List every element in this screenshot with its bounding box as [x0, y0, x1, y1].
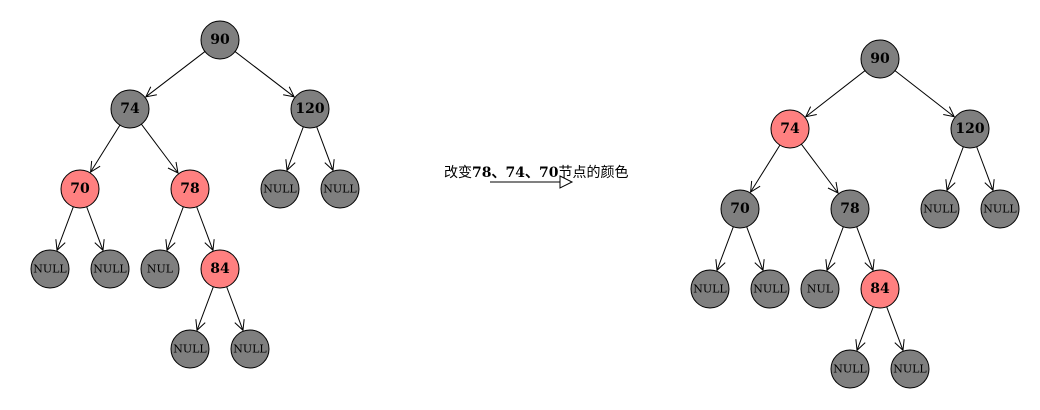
tree-node-120: 120 [950, 109, 990, 149]
node-label: NULL [323, 183, 357, 196]
tree-node-84: 84 [200, 249, 240, 289]
node-label: 78 [840, 201, 859, 217]
node-label: NUL [147, 263, 174, 276]
node-label: 120 [295, 101, 324, 117]
null-node: NULL [170, 329, 210, 369]
node-label: 90 [870, 51, 890, 67]
tree-node-78: 78 [830, 189, 870, 229]
null-node: NULL [980, 189, 1020, 229]
null-node: NULL [230, 329, 270, 369]
node-label: NULL [983, 203, 1017, 216]
caption-suffix: 节点的颜色 [558, 165, 629, 181]
null-node: NULL [320, 169, 360, 209]
tree-node-90: 90 [200, 20, 240, 60]
null-node: NULL [260, 169, 300, 209]
null-node: NULL [830, 349, 870, 389]
null-node: NULL [30, 249, 70, 289]
caption-text: 改变78、74、70节点的颜色 [444, 162, 628, 182]
tree-node-120: 120 [290, 89, 330, 129]
node-label: 90 [210, 32, 230, 48]
node-label: NULL [263, 183, 297, 196]
caption-prefix: 改变 [444, 165, 472, 181]
caption-values: 78、74、70 [472, 165, 559, 181]
node-label: NULL [923, 203, 957, 216]
transition-caption: 改变78、74、70节点的颜色 [444, 162, 628, 192]
node-circle [770, 109, 810, 149]
transition-arrow [490, 175, 574, 189]
node-label: NULL [233, 343, 267, 356]
null-node: NULL [750, 269, 790, 309]
node-circle [170, 329, 210, 369]
null-node: NUL [140, 249, 180, 289]
node-circle [200, 20, 240, 60]
node-label: NULL [833, 363, 867, 376]
node-label: NULL [173, 343, 207, 356]
node-circle [980, 189, 1020, 229]
node-circle [110, 89, 150, 129]
node-label: 74 [780, 121, 800, 137]
node-label: NULL [893, 363, 927, 376]
tree-node-84: 84 [860, 269, 900, 309]
node-label: NULL [753, 283, 787, 296]
null-node: NULL [690, 269, 730, 309]
node-circle [860, 39, 900, 79]
node-circle [30, 249, 70, 289]
tree-node-70: 70 [720, 189, 760, 229]
node-circle [750, 269, 790, 309]
node-circle [830, 349, 870, 389]
null-node: NUL [800, 269, 840, 309]
node-circle [90, 249, 130, 289]
null-node: NULL [920, 189, 960, 229]
node-label: 70 [730, 201, 750, 217]
node-label: 78 [180, 181, 199, 197]
node-label: NULL [33, 263, 67, 276]
node-circle [290, 89, 330, 129]
node-label: 70 [70, 181, 90, 197]
node-label: NULL [693, 283, 727, 296]
node-circle [950, 109, 990, 149]
node-circle [320, 169, 360, 209]
node-circle [920, 189, 960, 229]
node-circle [800, 269, 840, 309]
node-circle [860, 269, 900, 309]
node-circle [690, 269, 730, 309]
null-node: NULL [890, 349, 930, 389]
node-circle [890, 349, 930, 389]
node-circle [260, 169, 300, 209]
tree-node-74: 74 [110, 89, 150, 129]
transition-arrow-head [559, 175, 574, 189]
node-label: NULL [93, 263, 127, 276]
tree-node-90: 90 [860, 39, 900, 79]
null-node: NULL [90, 249, 130, 289]
node-label: 74 [120, 101, 140, 117]
node-circle [140, 249, 180, 289]
node-label: 84 [870, 281, 890, 297]
tree-node-70: 70 [60, 169, 100, 209]
node-circle [720, 189, 760, 229]
node-circle [830, 189, 870, 229]
node-circle [60, 169, 100, 209]
node-label: 84 [210, 261, 230, 277]
node-circle [200, 249, 240, 289]
node-label: NUL [807, 283, 834, 296]
tree-node-74: 74 [770, 109, 810, 149]
node-circle [170, 169, 210, 209]
node-circle [230, 329, 270, 369]
tree-node-78: 78 [170, 169, 210, 209]
node-label: 120 [955, 121, 984, 137]
